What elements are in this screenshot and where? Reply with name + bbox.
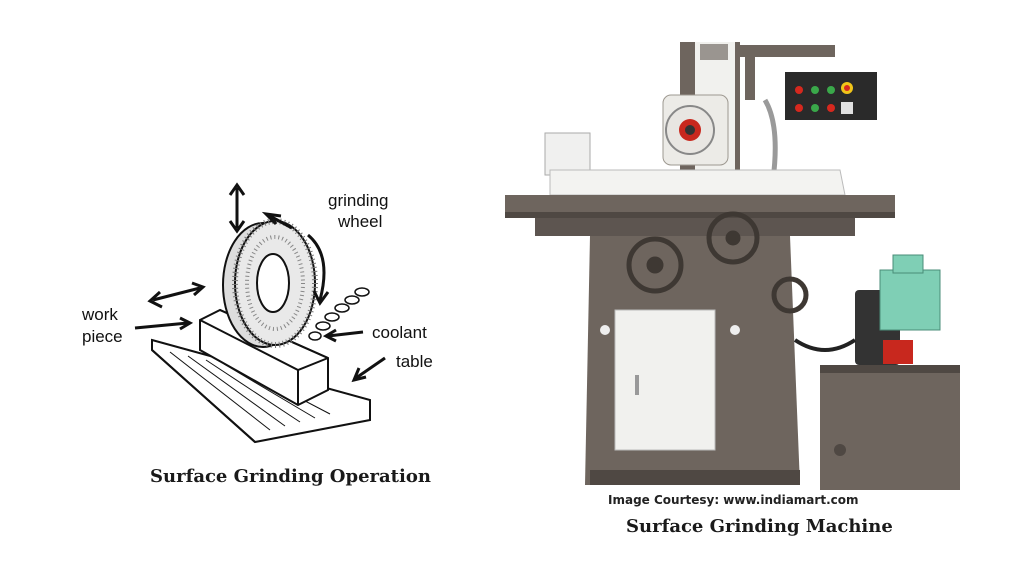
label-piece: piece bbox=[82, 327, 123, 346]
image-courtesy: Image Courtesy: www.indiamart.com bbox=[608, 493, 859, 507]
control-panel bbox=[785, 72, 877, 120]
grinding-machine-photo bbox=[495, 30, 975, 510]
wheel-head bbox=[662, 94, 729, 166]
label-wheel: wheel bbox=[337, 212, 382, 231]
label-work: work bbox=[81, 305, 118, 324]
machine-caption: Surface Grinding Machine bbox=[626, 516, 893, 537]
grinding-operation-sketch: grinding wheel work piece coolant table bbox=[81, 182, 433, 444]
label-coolant: coolant bbox=[372, 323, 427, 342]
machine-table bbox=[151, 338, 371, 444]
operation-caption: Surface Grinding Operation bbox=[150, 466, 431, 487]
coolant-hose bbox=[762, 98, 778, 181]
motion-arrows bbox=[134, 182, 386, 383]
coolant-stream bbox=[308, 287, 370, 341]
grinding-machine-illustration bbox=[505, 42, 960, 490]
grinding-operation-diagram: grinding wheel work piece coolant table bbox=[70, 180, 470, 450]
grinding-wheel-shape bbox=[222, 218, 318, 348]
hydraulic-unit bbox=[793, 254, 960, 490]
machine-worktable bbox=[505, 169, 895, 236]
label-grinding: grinding bbox=[328, 191, 389, 210]
label-plate bbox=[544, 132, 591, 176]
hand-wheels bbox=[626, 211, 809, 314]
label-table: table bbox=[396, 352, 433, 371]
machine-base bbox=[585, 236, 800, 485]
